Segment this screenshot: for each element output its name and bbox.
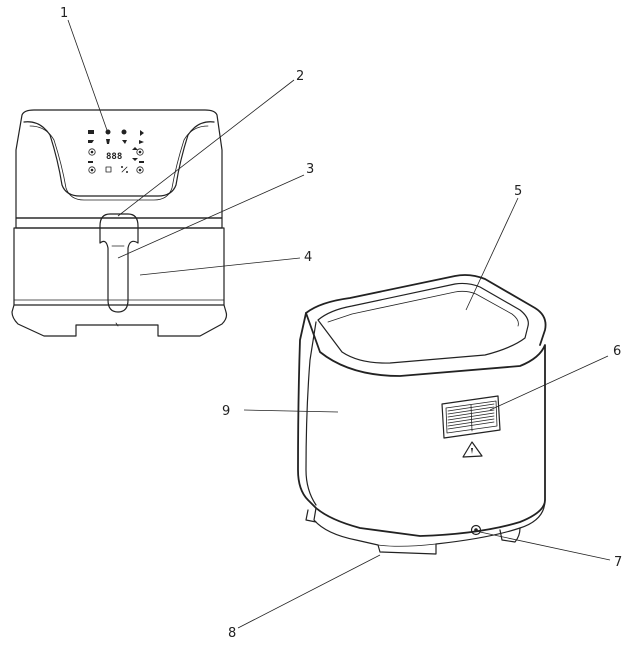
rear-foot <box>499 527 521 543</box>
front-basket-drawer <box>15 217 223 229</box>
grid-menu-icon[interactable] <box>105 166 112 173</box>
callout-8: 8 <box>228 626 236 641</box>
chicken-icon[interactable] <box>139 140 144 144</box>
callout-5: 5 <box>514 184 522 199</box>
temp-up-icon[interactable] <box>132 147 138 150</box>
power-button-icon[interactable] <box>88 148 96 156</box>
power-cord-socket <box>470 524 482 536</box>
top-lid-outer <box>305 274 547 346</box>
leader-7 <box>479 531 611 561</box>
top-cover-panel <box>317 282 529 364</box>
rear-housing <box>297 312 546 537</box>
hot-surface-warning-icon <box>462 441 483 458</box>
callout-3: 3 <box>306 162 314 177</box>
leader-1 <box>67 19 109 134</box>
start-stop-button-icon[interactable] <box>88 166 96 174</box>
cake-icon[interactable] <box>106 139 110 144</box>
callout-2: 2 <box>296 69 304 84</box>
air-outlet-vent <box>441 395 501 439</box>
fries-icon[interactable] <box>88 130 94 134</box>
callout-6: 6 <box>613 344 621 359</box>
shrimp-icon[interactable] <box>121 129 127 135</box>
front-view-air-fryer: 888 <box>11 109 228 337</box>
temp-down-icon[interactable] <box>132 158 138 161</box>
leader-lines <box>67 19 611 629</box>
leader-8 <box>237 554 381 629</box>
front-top-housing <box>15 109 223 219</box>
rear-view-air-fryer <box>297 274 547 555</box>
callout-1: 1 <box>60 6 68 21</box>
time-plus-icon[interactable] <box>139 161 144 163</box>
fish-icon[interactable] <box>140 130 144 136</box>
callout-numbers: 1 2 3 4 5 6 7 8 9 <box>60 6 622 641</box>
basket-handle[interactable] <box>99 213 139 313</box>
fan-button-icon[interactable] <box>136 148 144 156</box>
leader-3 <box>117 174 305 259</box>
leader-2 <box>117 79 295 217</box>
preheat-button-icon[interactable] <box>136 166 144 174</box>
time-minus-icon[interactable] <box>88 161 93 163</box>
steak-icon[interactable] <box>88 140 94 143</box>
callout-9: 9 <box>222 404 230 419</box>
callout-4: 4 <box>304 250 312 265</box>
leader-4 <box>139 257 301 276</box>
percent-icon[interactable] <box>121 166 128 173</box>
control-panel: 888 <box>88 129 144 174</box>
led-display: 888 <box>106 152 122 162</box>
leader-6 <box>489 355 609 411</box>
leader-5 <box>465 197 519 311</box>
rear-bottom-band <box>313 499 546 555</box>
callout-7: 7 <box>614 555 622 570</box>
front-base <box>11 304 228 337</box>
leader-9 <box>243 409 339 413</box>
pizza-icon[interactable] <box>122 140 127 144</box>
